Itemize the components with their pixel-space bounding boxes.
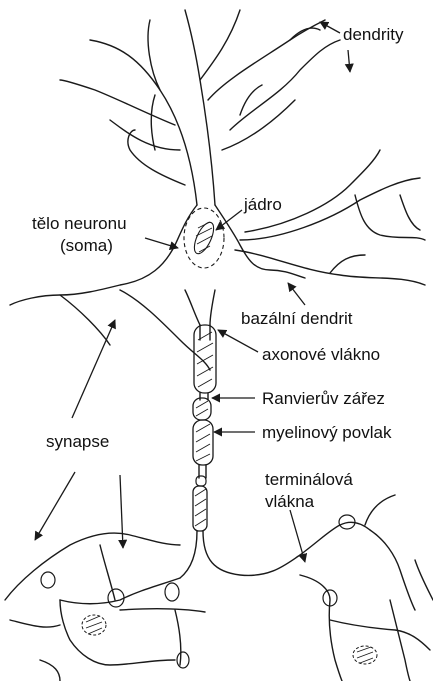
dendrites-right bbox=[235, 150, 425, 285]
label-synapse: synapse bbox=[46, 432, 109, 452]
arrow-basal-dendrite bbox=[288, 283, 305, 305]
target-cell-left bbox=[5, 533, 205, 681]
label-soma-line1: tělo neuronu bbox=[32, 214, 127, 234]
label-terminal-line1: terminálová bbox=[265, 470, 353, 490]
myelin-segment bbox=[193, 398, 211, 420]
label-axon: axonové vlákno bbox=[262, 345, 380, 365]
arrow-synapse-1 bbox=[72, 320, 115, 418]
arrow-axon bbox=[218, 330, 258, 352]
label-myelin-sheath: myelinový povlak bbox=[262, 423, 391, 443]
label-dendrites: dendrity bbox=[343, 25, 403, 45]
label-basal-dendrite: bazální dendrit bbox=[241, 309, 353, 329]
label-nucleus: jádro bbox=[244, 195, 282, 215]
arrow-terminal bbox=[290, 510, 305, 562]
arrow-soma bbox=[145, 238, 178, 248]
target-cell-right bbox=[300, 495, 433, 681]
nucleus-outline bbox=[184, 208, 224, 268]
arrow-synapse-3 bbox=[120, 475, 123, 548]
arrow-dendrites-2 bbox=[348, 50, 350, 72]
myelin-segment bbox=[193, 420, 213, 465]
dendrites-upper bbox=[60, 10, 340, 205]
label-soma-line2: (soma) bbox=[60, 236, 113, 256]
arrow-synapse-2 bbox=[35, 472, 75, 540]
label-node-of-ranvier: Ranvierův zářez bbox=[262, 389, 385, 409]
label-terminal-line2: vlákna bbox=[265, 492, 314, 512]
arrow-dendrites-1 bbox=[320, 22, 340, 33]
